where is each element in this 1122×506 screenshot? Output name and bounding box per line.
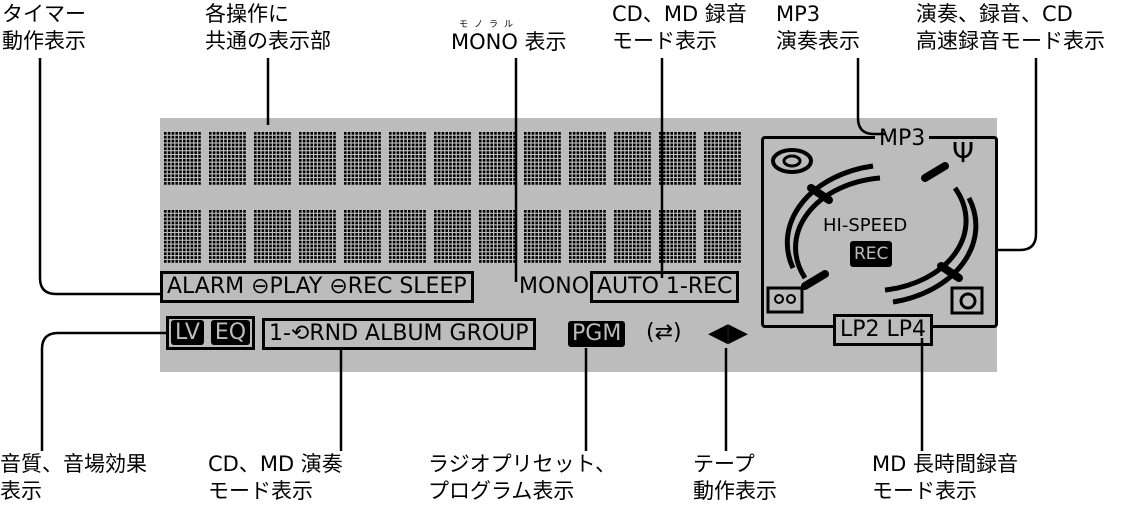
callout-speed-line1: 演奏、録音、CD	[916, 2, 1073, 26]
antenna-icon: Ψ	[952, 136, 975, 169]
eq-indicator: EQ	[210, 320, 251, 345]
callout-timer-line1: タイマー	[2, 2, 86, 26]
dot-matrix-cell	[299, 210, 336, 263]
dot-matrix-cell	[659, 210, 696, 263]
callout-md-long-line1: MD 長時間録音	[872, 452, 1018, 476]
callout-radio-line2: プログラム表示	[428, 479, 575, 503]
dot-matrix-cell	[479, 210, 516, 263]
callout-tape-line2: 動作表示	[693, 479, 777, 503]
lcd-display-panel: ALARM ⊖PLAY ⊖REC SLEEP MONO AUTO 1-REC L…	[160, 118, 998, 372]
dot-matrix-cell	[569, 210, 606, 263]
callout-md-long: MD 長時間録音 モード表示	[872, 451, 1018, 505]
callout-common-line2: 共通の表示部	[205, 29, 331, 53]
callout-mp3-line1: MP3	[776, 2, 821, 26]
callout-tape: テープ 動作表示	[693, 451, 777, 505]
dot-matrix-area	[164, 132, 759, 264]
callout-cdmd-play-line1: CD、MD 演奏	[208, 452, 343, 476]
callout-speed-line2: 高速録音モード表示	[916, 29, 1105, 53]
dot-matrix-cell	[299, 132, 336, 185]
dot-matrix-cell	[704, 132, 741, 185]
callout-mp3: MP3 演奏表示	[776, 1, 860, 55]
dot-matrix-cell	[344, 132, 381, 185]
dot-matrix-cell	[704, 210, 741, 263]
callout-radio: ラジオプリセット、 プログラム表示	[428, 451, 616, 505]
lv-indicator: LV	[171, 320, 204, 345]
dot-matrix-cell	[254, 210, 291, 263]
dot-matrix-cell	[164, 132, 201, 185]
dot-matrix-cell	[209, 132, 246, 185]
dot-matrix-cell	[434, 132, 471, 185]
hispeed-indicator: HI-SPEED	[823, 215, 908, 236]
timer-indicator-row: ALARM ⊖PLAY ⊖REC SLEEP	[160, 271, 474, 303]
callout-mono-ruby: モノラル	[459, 20, 520, 30]
dot-matrix-cell	[254, 132, 291, 185]
cassette-icon	[766, 286, 804, 314]
callout-mp3-line2: 演奏表示	[776, 29, 860, 53]
callout-timer-line2: 動作表示	[2, 29, 86, 53]
callout-radio-line1: ラジオプリセット、	[428, 452, 617, 476]
rec-mode-indicator: AUTO 1-REC	[590, 271, 740, 303]
dot-matrix-cell	[524, 132, 561, 185]
callout-sound: 音質、音場効果 表示	[0, 451, 147, 505]
pgm-indicator: PGM	[568, 321, 626, 347]
callout-speed: 演奏、録音、CD 高速録音モード表示	[916, 1, 1105, 55]
dot-matrix-cell	[614, 132, 651, 185]
disc-icon	[771, 148, 813, 174]
mp3-indicator: MP3	[875, 126, 930, 152]
md-icon	[950, 286, 984, 315]
mono-indicator: MONO	[519, 274, 590, 299]
speed-rings-icon	[784, 162, 979, 305]
dot-matrix-cell	[614, 210, 651, 263]
dot-matrix-grid	[164, 132, 741, 263]
rec-indicator: REC	[850, 241, 893, 267]
callout-cdmd-play-line2: モード表示	[208, 479, 313, 503]
dot-matrix-cell	[389, 132, 426, 185]
play-mode-indicator: 1-⟲RND ALBUM GROUP	[262, 318, 536, 350]
dot-matrix-cell	[434, 210, 471, 263]
callout-md-long-line2: モード表示	[872, 479, 977, 503]
tape-direction-indicator: (⇄)	[646, 320, 682, 345]
dot-matrix-cell	[389, 210, 426, 263]
callout-cdmd-rec: CD、MD 録音 モード表示	[612, 1, 747, 55]
callout-common-line1: 各操作に	[205, 2, 289, 26]
dot-matrix-cell	[164, 210, 201, 263]
callout-cdmd-play: CD、MD 演奏 モード表示	[208, 451, 343, 505]
callout-mono: MONO 表示	[451, 30, 567, 54]
dot-matrix-cell	[209, 210, 246, 263]
dot-matrix-cell	[479, 132, 516, 185]
callout-sound-line2: 表示	[0, 479, 42, 503]
callout-tape-line1: テープ	[693, 452, 755, 476]
lp-indicator: LP2 LP4	[833, 314, 934, 346]
callout-sound-line1: 音質、音場効果	[0, 452, 147, 476]
callout-common: 各操作に 共通の表示部	[205, 1, 331, 55]
callout-cdmd-rec-line1: CD、MD 録音	[612, 2, 747, 26]
dot-matrix-cell	[344, 210, 381, 263]
callout-timer: タイマー 動作表示	[2, 1, 86, 55]
dot-matrix-cell	[659, 132, 696, 185]
tape-arrows-indicator: ◀▶	[708, 318, 748, 348]
dot-matrix-cell	[524, 210, 561, 263]
callout-cdmd-rec-line2: モード表示	[612, 29, 717, 53]
dot-matrix-cell	[569, 132, 606, 185]
